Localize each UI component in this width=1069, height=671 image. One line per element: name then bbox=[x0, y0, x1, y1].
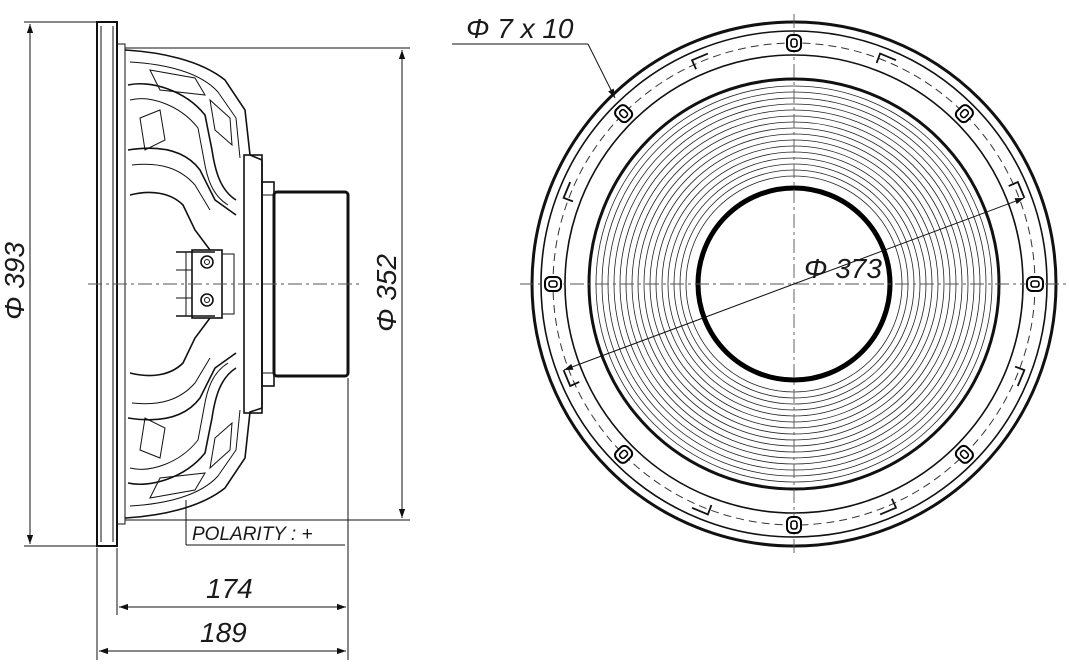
mounting-hole bbox=[954, 444, 974, 464]
mounting-hole bbox=[786, 516, 802, 534]
label-cone-diameter: Φ 373 bbox=[804, 253, 882, 284]
dim-cone-diameter: Φ 373 bbox=[563, 197, 1025, 371]
mounting-holes bbox=[544, 34, 1044, 534]
side-view: Φ 393 Φ 352 POLARITY : + 174 189 bbox=[0, 21, 410, 660]
label-polarity: POLARITY : + bbox=[192, 524, 313, 545]
dim-mount-diameter: Φ 352 bbox=[125, 47, 410, 521]
dim-outer-diameter: Φ 393 bbox=[0, 21, 97, 547]
front-view: Φ 373 Φ 7 x 10 bbox=[452, 13, 1068, 554]
mounting-hole bbox=[1026, 276, 1044, 292]
label-depth-short: 174 bbox=[206, 573, 253, 604]
gasket-notch bbox=[691, 504, 713, 516]
label-holes: Φ 7 x 10 bbox=[466, 13, 574, 44]
gasket-notch bbox=[1008, 180, 1026, 199]
mounting-hole bbox=[544, 276, 562, 292]
holes-callout: Φ 7 x 10 bbox=[452, 13, 616, 99]
gasket-notch bbox=[690, 52, 709, 70]
mounting-hole bbox=[614, 444, 634, 464]
basket-frame bbox=[124, 49, 263, 519]
label-outer-diameter: Φ 393 bbox=[0, 242, 30, 320]
label-depth-total: 189 bbox=[200, 617, 247, 648]
polarity-callout: POLARITY : + bbox=[185, 500, 345, 546]
mounting-hole bbox=[614, 104, 634, 124]
dim-depth-short: 174 bbox=[116, 378, 349, 615]
mounting-hole bbox=[954, 104, 974, 124]
gasket-notch bbox=[879, 498, 898, 516]
dim-depth-total: 189 bbox=[96, 548, 349, 660]
gasket-notch bbox=[875, 52, 897, 64]
label-mount-diameter: Φ 352 bbox=[371, 254, 402, 332]
gasket-notch bbox=[562, 369, 580, 388]
mounting-hole bbox=[786, 34, 802, 52]
